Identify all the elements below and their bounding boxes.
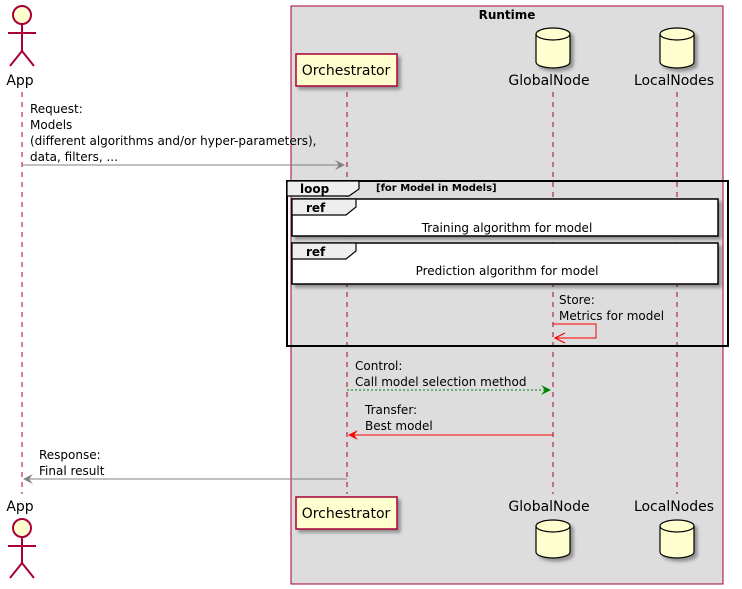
message-response-arrowhead: [23, 474, 33, 484]
participant-orchestrator-bottom: [295, 496, 398, 530]
loop-keyword: loop: [300, 182, 330, 196]
message-response-line: Response:: [39, 448, 101, 462]
loop-fragment: [286, 180, 729, 347]
actor-app-bottom-label: App: [6, 499, 33, 515]
message-request-line: data, filters, ...: [30, 150, 118, 164]
message-store-label: Store: Metrics for model: [559, 293, 664, 323]
database-localnodes-top-icon: [659, 27, 695, 69]
actor-head: [12, 5, 32, 25]
message-transfer-arrowhead: [348, 430, 358, 440]
message-control-label: Control: Call model selection method: [355, 359, 527, 389]
participant-orchestrator-top: [295, 53, 398, 87]
message-request-line: Request:: [30, 102, 83, 116]
message-store-arrow: [553, 323, 597, 339]
message-response-line: Final result: [39, 464, 105, 478]
ref-prediction-tab: [291, 242, 357, 260]
message-transfer-line: Transfer:: [364, 403, 417, 417]
ref-training-text: Training algorithm for model: [421, 221, 593, 235]
message-response-label: Response: Final result: [39, 448, 105, 478]
actor-app-top: [8, 5, 36, 67]
participant-globalnode-bottom-label: GlobalNode: [508, 499, 589, 515]
participant-orchestrator-bottom-label: Orchestrator: [302, 506, 391, 522]
message-request-label: Request: Models (different algorithms an…: [30, 102, 320, 164]
loop-guard: [for Model in Models]: [376, 183, 497, 194]
message-request-arrowhead: [335, 160, 345, 170]
actor-app-bottom: [8, 518, 36, 579]
actor-head: [12, 518, 32, 538]
ref-prediction-box: [291, 242, 719, 285]
message-request-line: Models: [30, 118, 72, 132]
runtime-box-title: Runtime: [479, 8, 536, 22]
message-transfer-line: Best model: [365, 419, 433, 433]
message-request-line: (different algorithms and/or hyper-param…: [30, 134, 316, 148]
message-control-line: Call model selection method: [355, 375, 527, 389]
actor-app-top-label: App: [6, 73, 33, 89]
loop-fragment-tab: [286, 180, 360, 197]
participant-globalnode-top-label: GlobalNode: [508, 73, 589, 89]
participant-localnodes-bottom-label: LocalNodes: [634, 499, 714, 515]
database-globalnode-bottom-icon: [535, 519, 571, 559]
ref-prediction-keyword: ref: [306, 245, 326, 259]
runtime-box: [290, 5, 724, 585]
ref-training-tab: [291, 198, 357, 216]
message-store-line: Metrics for model: [559, 309, 664, 323]
participant-orchestrator-top-label: Orchestrator: [302, 63, 391, 79]
database-globalnode-top-icon: [535, 27, 571, 69]
message-store-line: Store:: [559, 293, 595, 307]
message-control-line: Control:: [355, 359, 402, 373]
ref-training-keyword: ref: [306, 201, 326, 215]
ref-training-box: [291, 198, 719, 237]
database-localnodes-bottom-icon: [659, 519, 695, 559]
participant-localnodes-top-label: LocalNodes: [634, 73, 714, 89]
message-transfer-label: Transfer: Best model: [364, 403, 433, 433]
ref-prediction-text: Prediction algorithm for model: [416, 264, 599, 278]
message-control-arrowhead: [541, 385, 551, 395]
message-store-arrowhead: [553, 332, 566, 344]
